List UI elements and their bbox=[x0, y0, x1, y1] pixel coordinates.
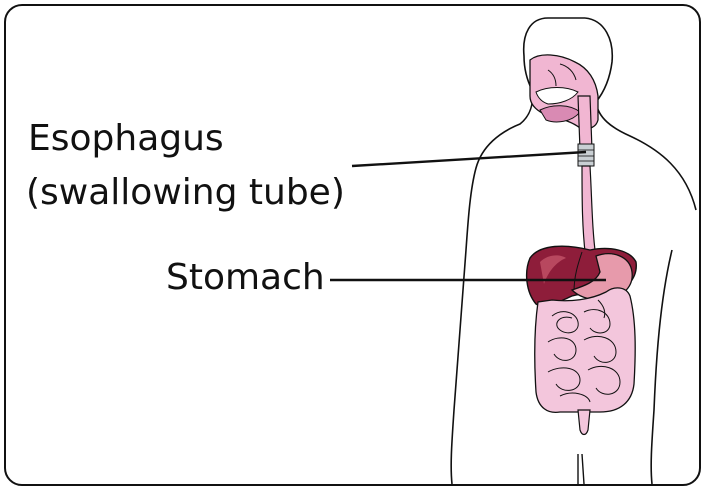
large-intestine bbox=[535, 288, 636, 412]
trachea-rings bbox=[578, 144, 594, 166]
pharynx bbox=[578, 96, 592, 150]
right-side-outline bbox=[651, 250, 672, 484]
rectum bbox=[578, 410, 590, 435]
stomach-label: Stomach bbox=[166, 257, 325, 299]
esophagus bbox=[582, 166, 596, 260]
esophagus-sublabel: (swallowing tube) bbox=[26, 172, 345, 214]
esophagus-label: Esophagus bbox=[28, 118, 224, 160]
esophagus-pointer-line bbox=[352, 152, 586, 166]
leg-outline bbox=[578, 454, 584, 484]
